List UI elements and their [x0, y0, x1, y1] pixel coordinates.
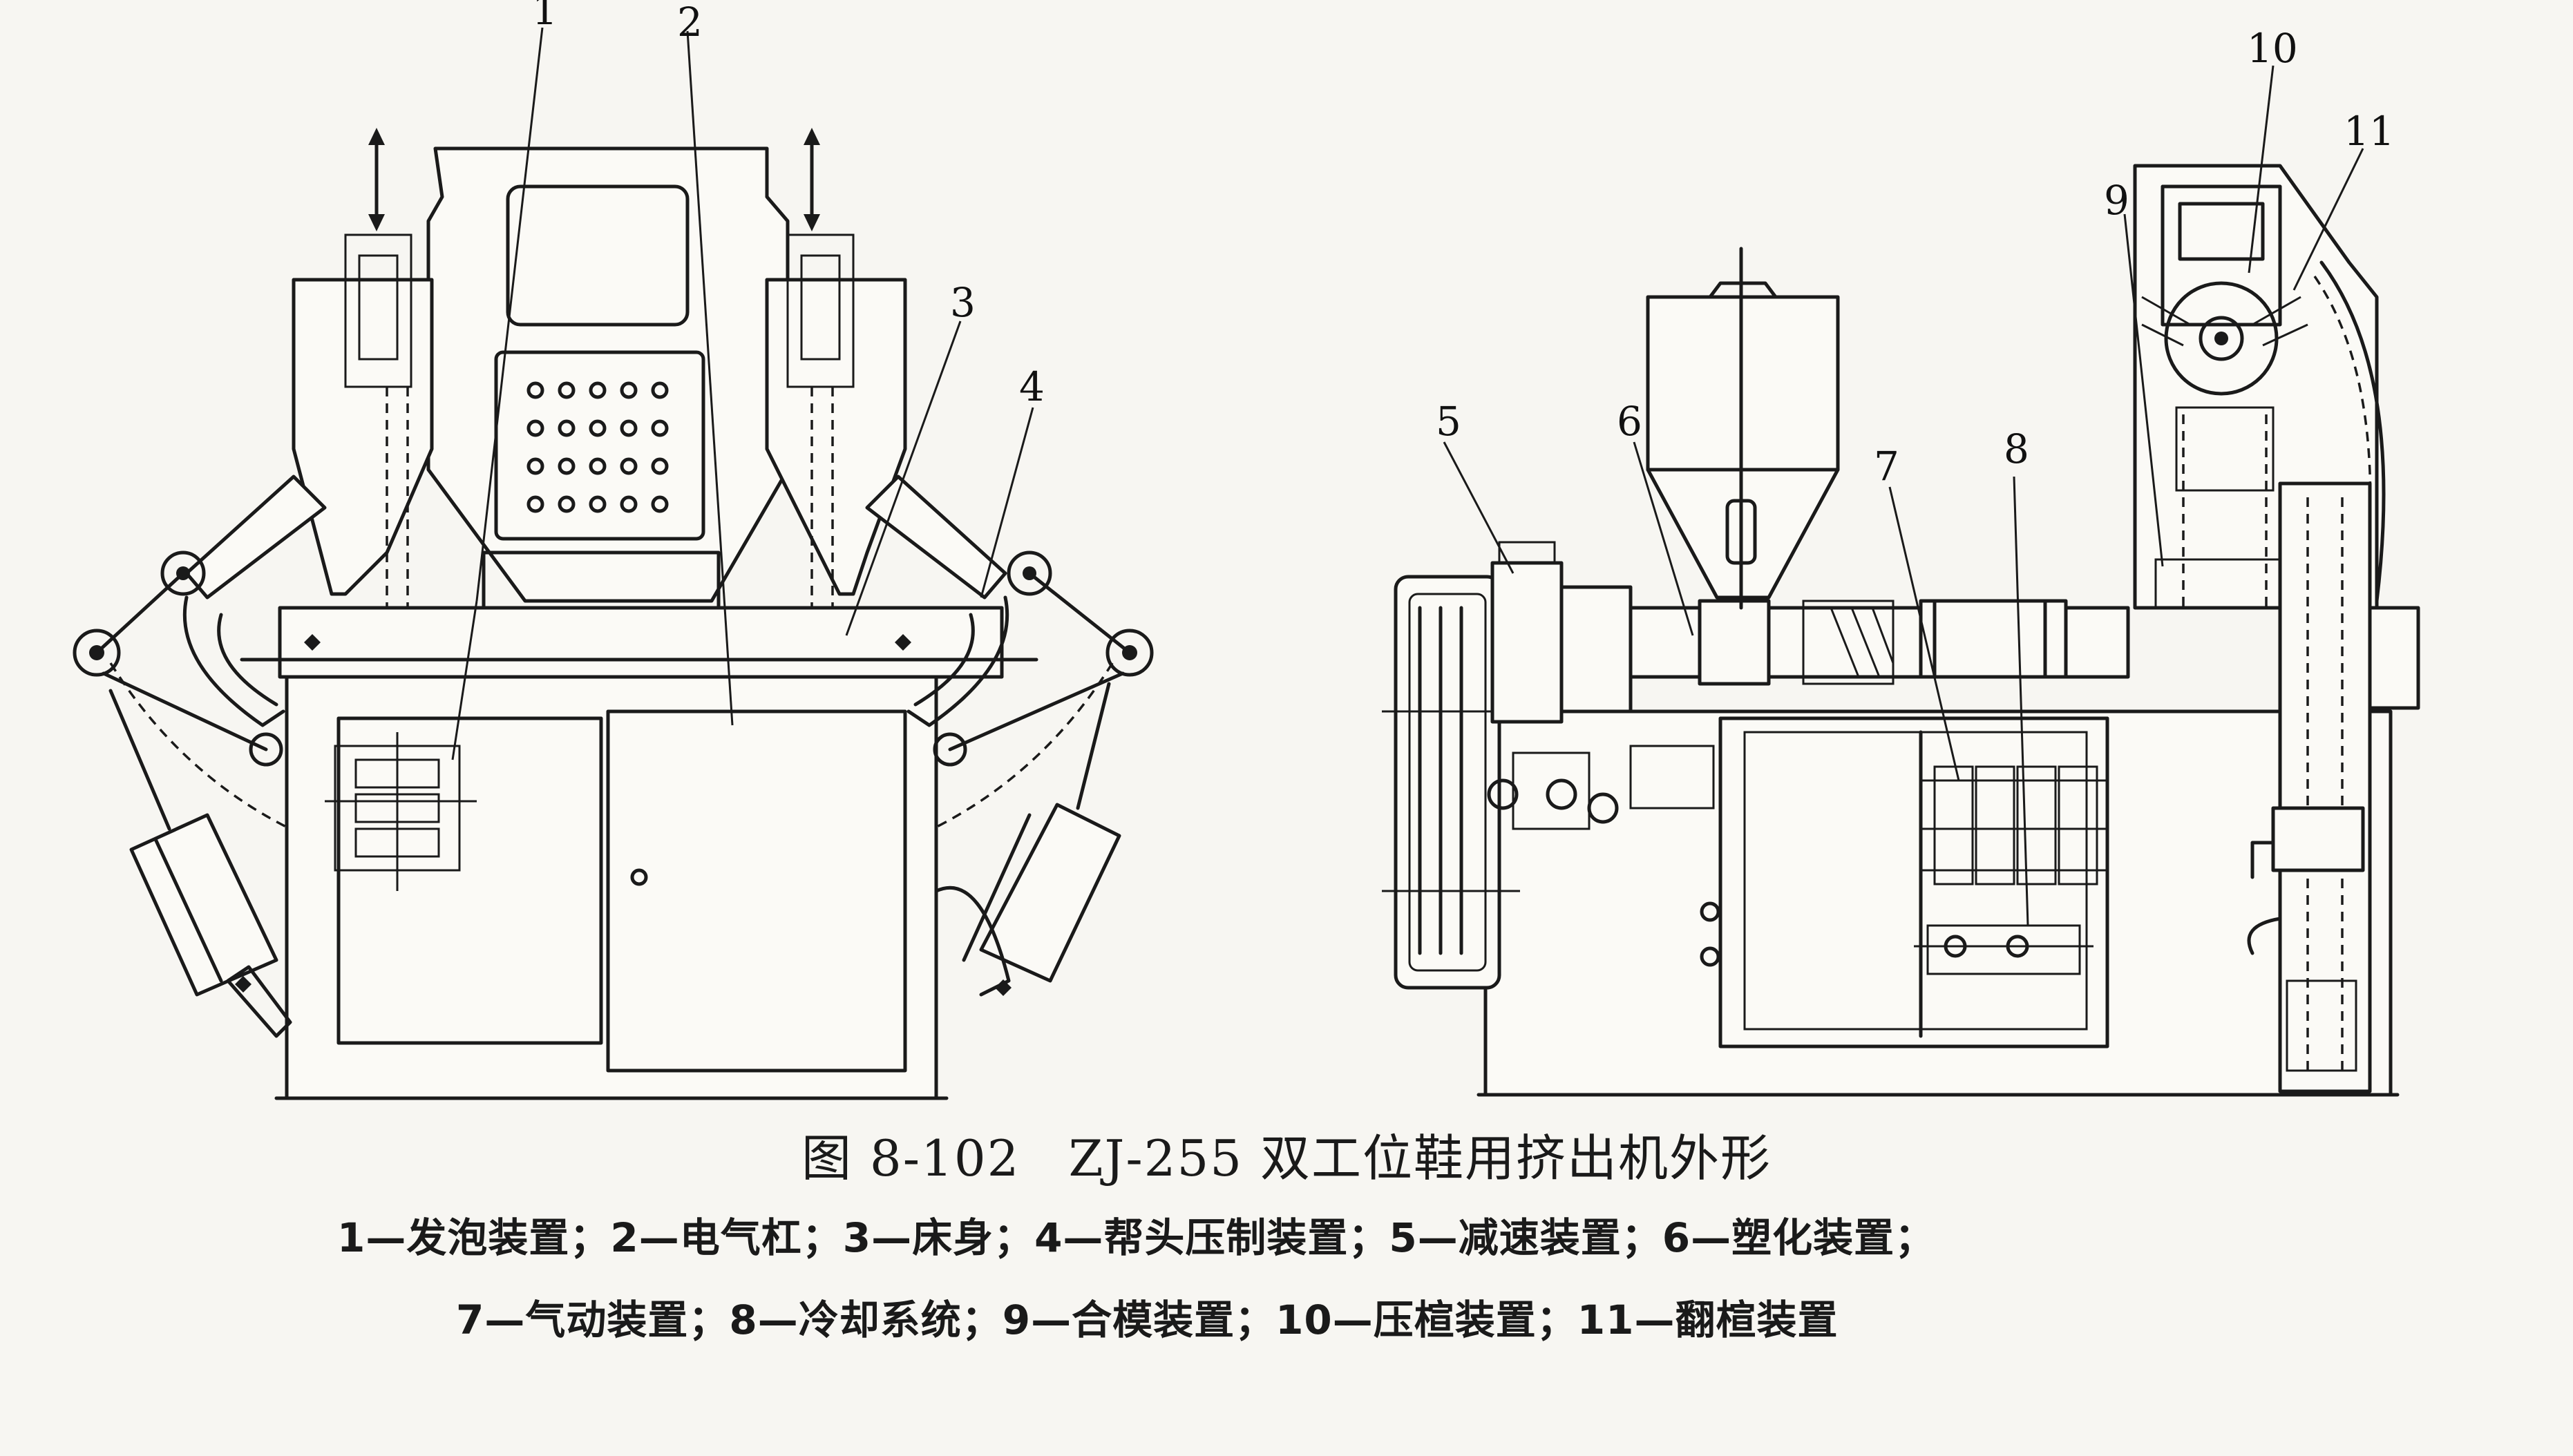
callout-10: 10: [2247, 25, 2298, 72]
front-view: [73, 27, 1154, 1100]
cooling-system: [1914, 924, 2093, 975]
machine-diagram-svg: 1 2 3 4 5 6 7 8 9 10 11: [73, 0, 2420, 1100]
right-upper-arm: [865, 475, 1007, 600]
bed-body: [285, 675, 938, 1100]
callout-9: 9: [2104, 177, 2129, 224]
figure-number: 图 8-102: [801, 1129, 1020, 1187]
callout-1: 1: [532, 0, 558, 34]
reducer-housing: [1394, 575, 1501, 990]
side-view: [1382, 65, 2420, 1097]
control-buttons: [526, 381, 669, 513]
display-screen: [506, 184, 690, 327]
left-upper-arm: [184, 475, 327, 600]
central-column: [426, 146, 790, 603]
callout-7: 7: [1874, 443, 1899, 490]
pneumatic-devices: [1921, 765, 2107, 885]
bed-top-beam: [278, 606, 1004, 679]
reducer-motor: [1490, 561, 1564, 724]
legend-line-2: 7—气动装置；8—冷却系统；9—合模装置；10—压楦装置；11—翻楦装置: [456, 1296, 1839, 1343]
callout-5: 5: [1436, 398, 1461, 445]
figure-caption: 图 8-102 ZJ-255 双工位鞋用挤出机外形: [0, 1118, 2573, 1190]
side-cabinet: [1718, 716, 2109, 1048]
callout-6: 6: [1617, 398, 1642, 445]
left-cylinder: [129, 813, 278, 997]
right-cylinder: [979, 803, 1121, 983]
callout-labels: 1 2 3 4 5 6 7 8 9 10 11: [532, 0, 2395, 490]
callout-11: 11: [2344, 108, 2395, 155]
side-base: [1483, 709, 2393, 1097]
figure-title: ZJ-255 双工位鞋用挤出机外形: [1068, 1129, 1772, 1187]
legend-line-1: 1—发泡装置；2—电气杠；3—床身；4—帮头压制装置；5—减速装置；6—塑化装置…: [337, 1214, 1936, 1261]
callout-8: 8: [2004, 425, 2029, 472]
control-panel: [494, 350, 705, 541]
callout-2: 2: [677, 0, 703, 46]
left-panel: [336, 716, 603, 1045]
turning-tower: [2278, 481, 2372, 1093]
callout-4: 4: [1019, 363, 1045, 410]
electric-cabinet-door: [606, 709, 907, 1073]
callout-3: 3: [950, 279, 976, 326]
